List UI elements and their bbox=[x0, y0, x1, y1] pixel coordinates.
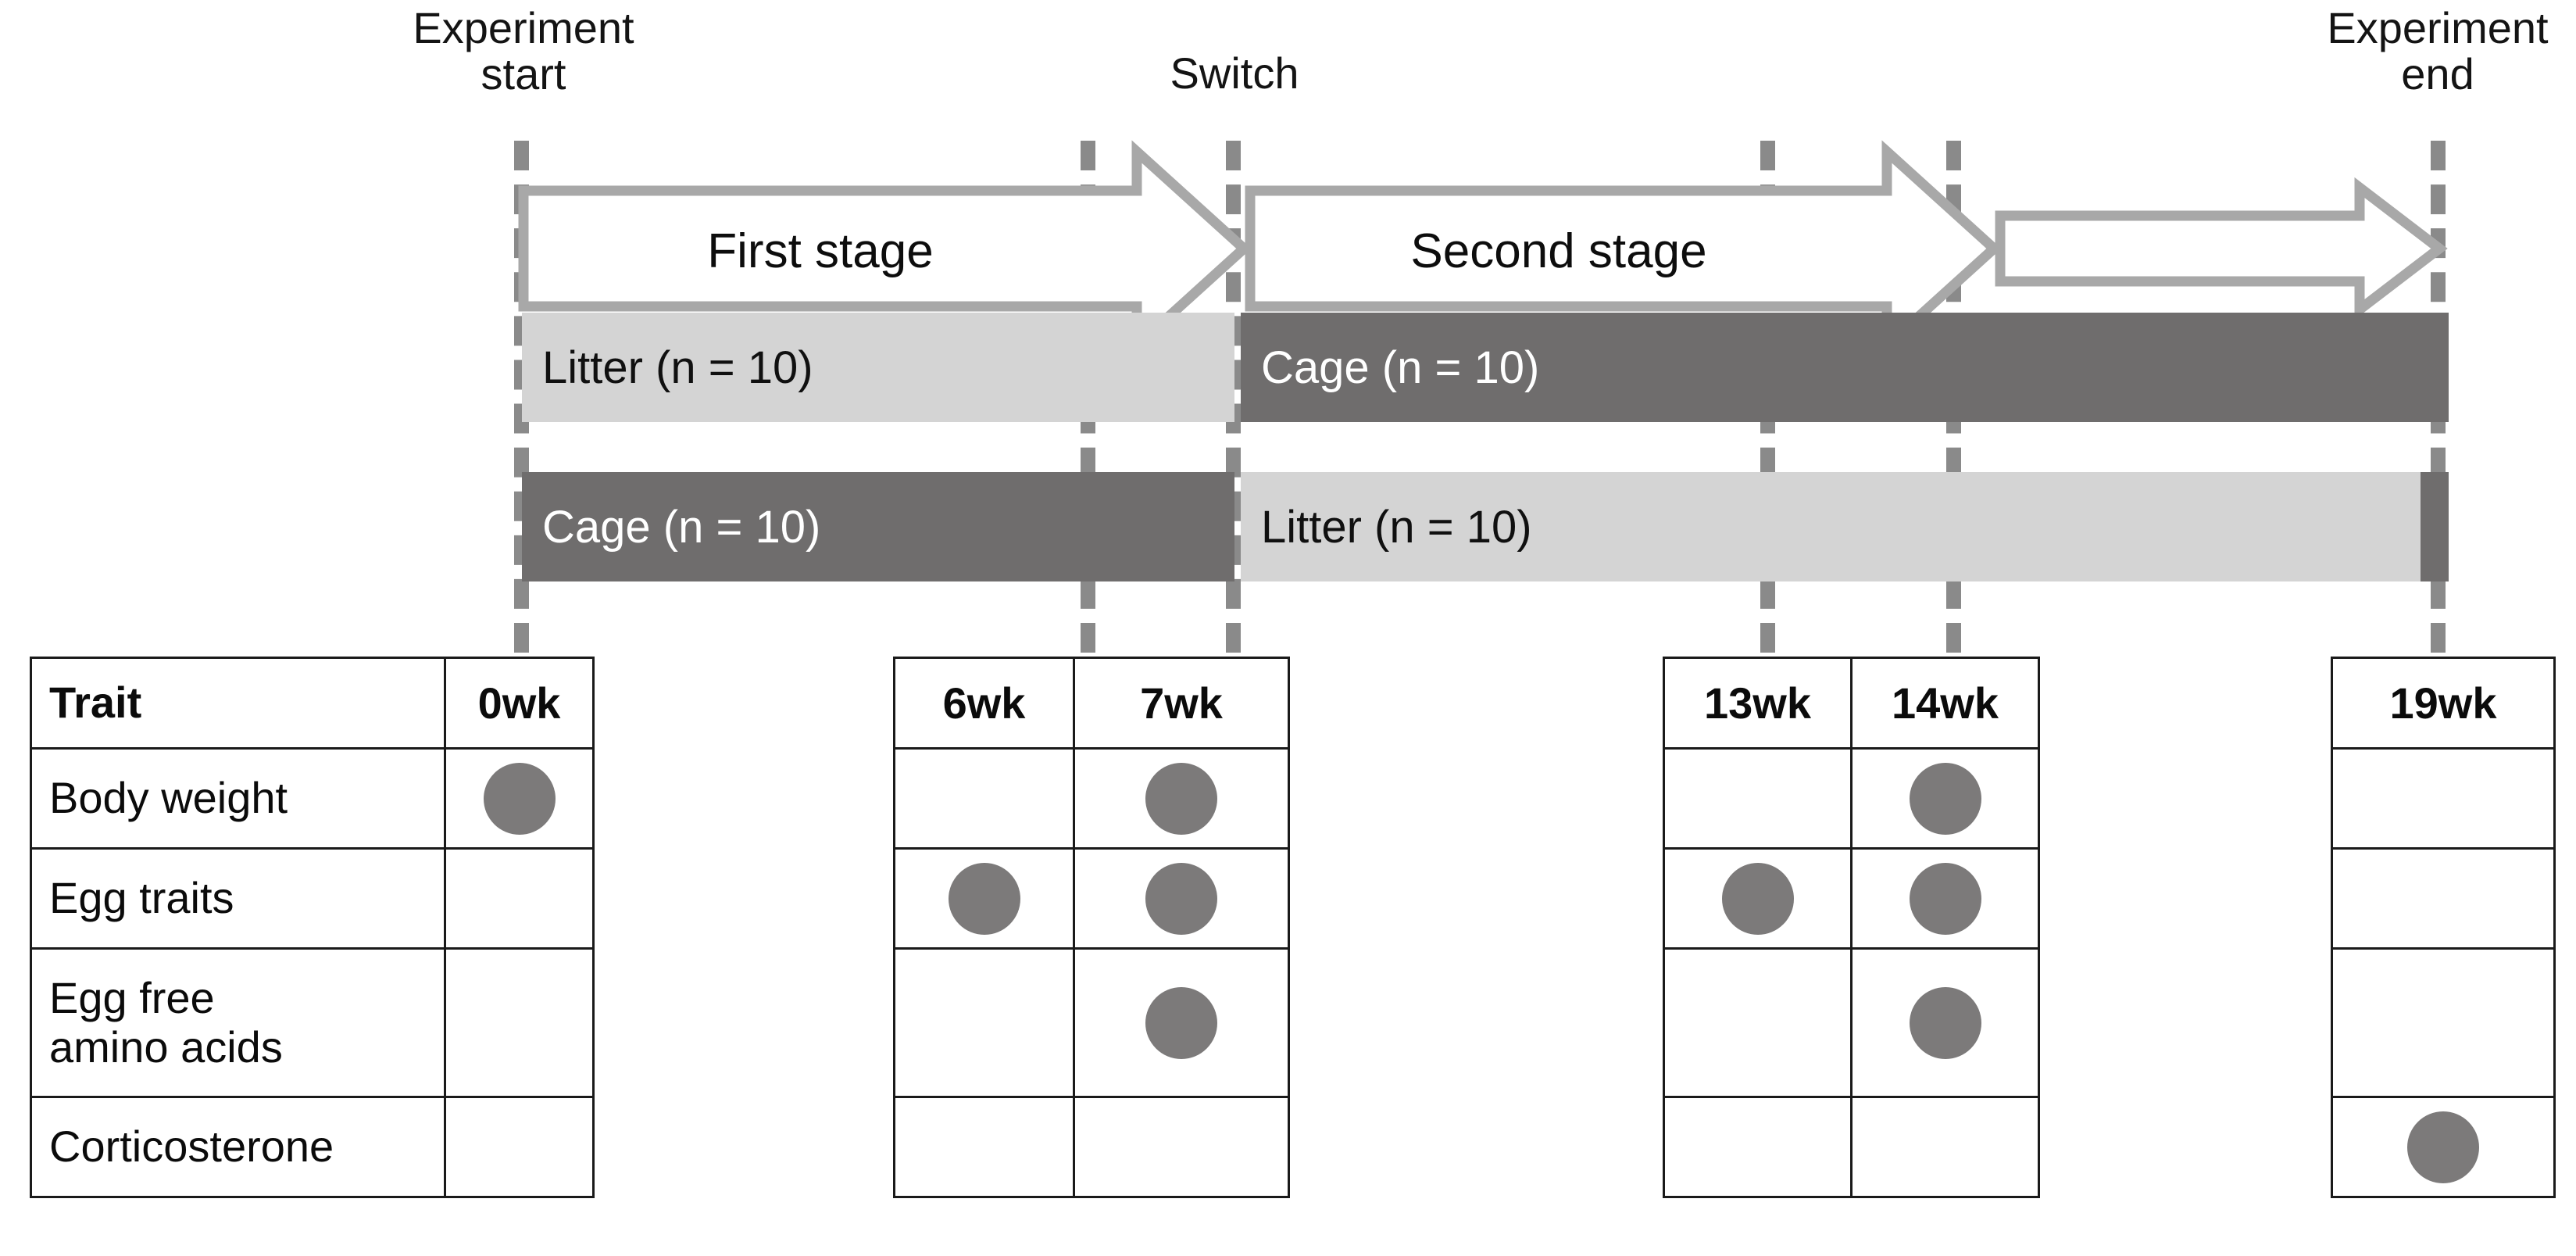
cell-19wk bbox=[2331, 847, 2556, 950]
cell-6wk bbox=[893, 747, 1075, 850]
column-header-0wk: 0wk bbox=[444, 657, 595, 750]
group-bar-1-cage-label: Cage (n = 10) bbox=[1261, 342, 1540, 393]
column-header-13wk: 13wk bbox=[1663, 657, 1853, 750]
measurement-dot bbox=[1909, 862, 1981, 935]
cell-gap-2 bbox=[1288, 948, 1664, 1097]
table-row: Egg free amino acids bbox=[30, 947, 2556, 1098]
group-bar-1-litter: Litter (n = 10) bbox=[522, 313, 1234, 422]
cell-gap-3 bbox=[2038, 748, 2332, 849]
cell-0wk bbox=[444, 947, 595, 1098]
column-header-7wk: 7wk bbox=[1073, 657, 1290, 750]
cell-19wk bbox=[2331, 947, 2556, 1098]
trait-label: Corticosterone bbox=[30, 1096, 446, 1198]
cell-7wk bbox=[1073, 847, 1290, 950]
group-bar-2-cage-label: Cage (n = 10) bbox=[542, 501, 821, 553]
cell-14wk bbox=[1850, 847, 2040, 950]
cell-13wk bbox=[1663, 947, 1853, 1098]
second-stage-label: Second stage bbox=[1410, 224, 1707, 278]
cell-gap-2 bbox=[1288, 748, 1664, 849]
label-experiment-end: Experiment end bbox=[2327, 3, 2549, 99]
measurement-dot bbox=[2407, 1111, 2479, 1183]
table-row: Corticosterone bbox=[30, 1096, 2556, 1198]
group-bar-2-litter-label: Litter (n = 10) bbox=[1261, 501, 1532, 553]
table-header-row: Trait 0wk 6wk 7wk 13wk 14wk 19wk bbox=[30, 657, 2556, 750]
cell-14wk bbox=[1850, 947, 2040, 1098]
cell-6wk bbox=[893, 847, 1075, 950]
column-header-gap-2 bbox=[1288, 657, 1664, 749]
measurement-dot bbox=[1721, 862, 1794, 935]
cell-gap-1 bbox=[593, 1097, 895, 1197]
group-bar-2-litter: Litter (n = 10) bbox=[1241, 472, 2421, 581]
cell-14wk bbox=[1850, 747, 2040, 850]
third-stage-arrow bbox=[1995, 177, 2448, 320]
cell-7wk bbox=[1073, 1096, 1290, 1198]
measurement-dot bbox=[1145, 762, 1217, 835]
cell-13wk bbox=[1663, 847, 1853, 950]
measurement-dot bbox=[1145, 986, 1217, 1059]
column-header-19wk: 19wk bbox=[2331, 657, 2556, 750]
column-header-14wk: 14wk bbox=[1850, 657, 2040, 750]
measurement-schedule-table: Trait 0wk 6wk 7wk 13wk 14wk 19wk Body we… bbox=[30, 657, 2556, 1198]
cell-gap-3 bbox=[2038, 1097, 2332, 1197]
cell-19wk bbox=[2331, 1096, 2556, 1198]
cell-7wk bbox=[1073, 747, 1290, 850]
group-bar-1-cage: Cage (n = 10) bbox=[1241, 313, 2449, 422]
measurement-dot bbox=[948, 862, 1020, 935]
trait-label: Body weight bbox=[30, 747, 446, 850]
group-bar-1-litter-label: Litter (n = 10) bbox=[542, 342, 813, 393]
measurement-dot bbox=[1909, 986, 1981, 1059]
cell-0wk bbox=[444, 747, 595, 850]
table-row: Egg traits bbox=[30, 847, 2556, 950]
table-row: Body weight bbox=[30, 747, 2556, 850]
column-header-6wk: 6wk bbox=[893, 657, 1075, 750]
cell-6wk bbox=[893, 947, 1075, 1098]
column-header-trait: Trait bbox=[30, 657, 446, 750]
cell-0wk bbox=[444, 847, 595, 950]
cell-gap-2 bbox=[1288, 1097, 1664, 1197]
cell-gap-1 bbox=[593, 748, 895, 849]
cell-13wk bbox=[1663, 1096, 1853, 1198]
cell-gap-3 bbox=[2038, 848, 2332, 949]
cell-gap-1 bbox=[593, 848, 895, 949]
column-header-gap-3 bbox=[2038, 657, 2332, 749]
trait-label: Egg traits bbox=[30, 847, 446, 950]
trait-label: Egg free amino acids bbox=[30, 947, 446, 1098]
cell-gap-1 bbox=[593, 948, 895, 1097]
cell-gap-2 bbox=[1288, 848, 1664, 949]
cell-0wk bbox=[444, 1096, 595, 1198]
cell-14wk bbox=[1850, 1096, 2040, 1198]
cell-13wk bbox=[1663, 747, 1853, 850]
first-stage-label: First stage bbox=[707, 224, 934, 278]
group-bar-2-tail bbox=[2421, 472, 2449, 581]
measurement-dot bbox=[483, 762, 556, 835]
cell-gap-3 bbox=[2038, 948, 2332, 1097]
cell-7wk bbox=[1073, 947, 1290, 1098]
table-body: Body weight Egg traits bbox=[30, 747, 2556, 1198]
label-switch: Switch bbox=[1170, 48, 1299, 98]
group-bar-2-cage: Cage (n = 10) bbox=[522, 472, 1234, 581]
cell-6wk bbox=[893, 1096, 1075, 1198]
label-experiment-start: Experiment start bbox=[413, 3, 634, 99]
measurement-dot bbox=[1909, 762, 1981, 835]
cell-19wk bbox=[2331, 747, 2556, 850]
measurement-dot bbox=[1145, 862, 1217, 935]
column-header-gap-1 bbox=[593, 657, 895, 749]
